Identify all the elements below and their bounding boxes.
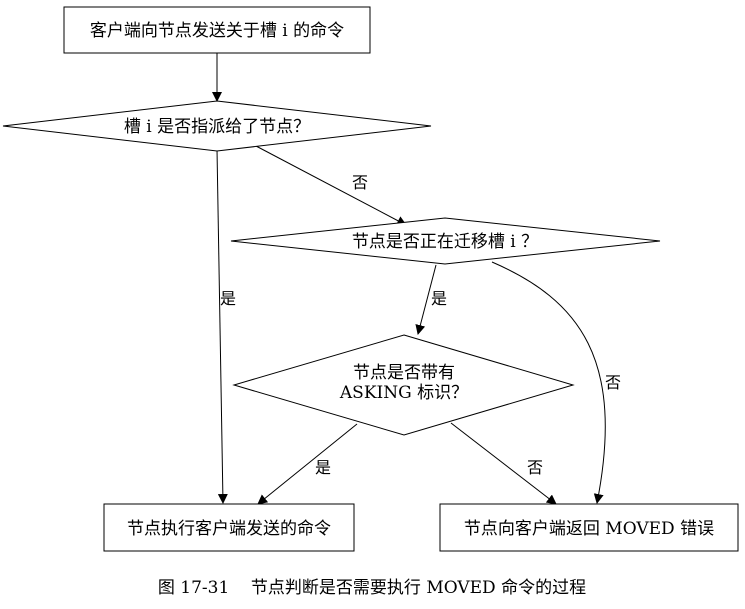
edge-label-asking-no: 否 <box>527 458 543 477</box>
asking-decision <box>232 334 575 436</box>
edge-label-migrating-no: 否 <box>605 373 621 392</box>
start-node <box>63 6 371 54</box>
edge-label-own-no: 否 <box>352 173 368 192</box>
execute-command-label: 节点执行客户端发送的命令 <box>127 519 331 539</box>
slot-assigned-decision <box>2 100 432 152</box>
edge-label-own-yes: 是 <box>220 289 236 308</box>
edge-migrating-to-asking <box>415 264 437 335</box>
moved-error-label: 节点向客户端返回 MOVED 错误 <box>464 519 714 539</box>
edge-label-migrating-yes: 是 <box>431 289 447 308</box>
edge-migrating-to-moved <box>491 261 606 504</box>
edge-check-to-execute <box>216 148 228 504</box>
moved-error-node <box>439 503 739 552</box>
edge-asking-to-moved <box>450 422 557 505</box>
edge-check-to-migrating <box>255 145 407 226</box>
figure-caption: 图 17-31 节点判断是否需要执行 MOVED 命令的过程 <box>158 578 586 598</box>
label-line: 节点是否带有 <box>353 363 455 383</box>
start-node-label: 客户端向节点发送关于槽 i 的命令 <box>90 21 344 41</box>
migrating-decision-label: 节点是否正在迁移槽 i ？ <box>352 232 538 252</box>
edge-label-asking-yes: 是 <box>315 458 331 477</box>
edge-asking-to-execute <box>257 423 358 505</box>
execute-command-node <box>103 503 355 552</box>
label-line: ASKING 标识？ <box>339 383 468 403</box>
slot-assigned-decision-label: 槽 i 是否指派给了节点？ <box>124 117 310 137</box>
migrating-decision <box>230 217 661 265</box>
